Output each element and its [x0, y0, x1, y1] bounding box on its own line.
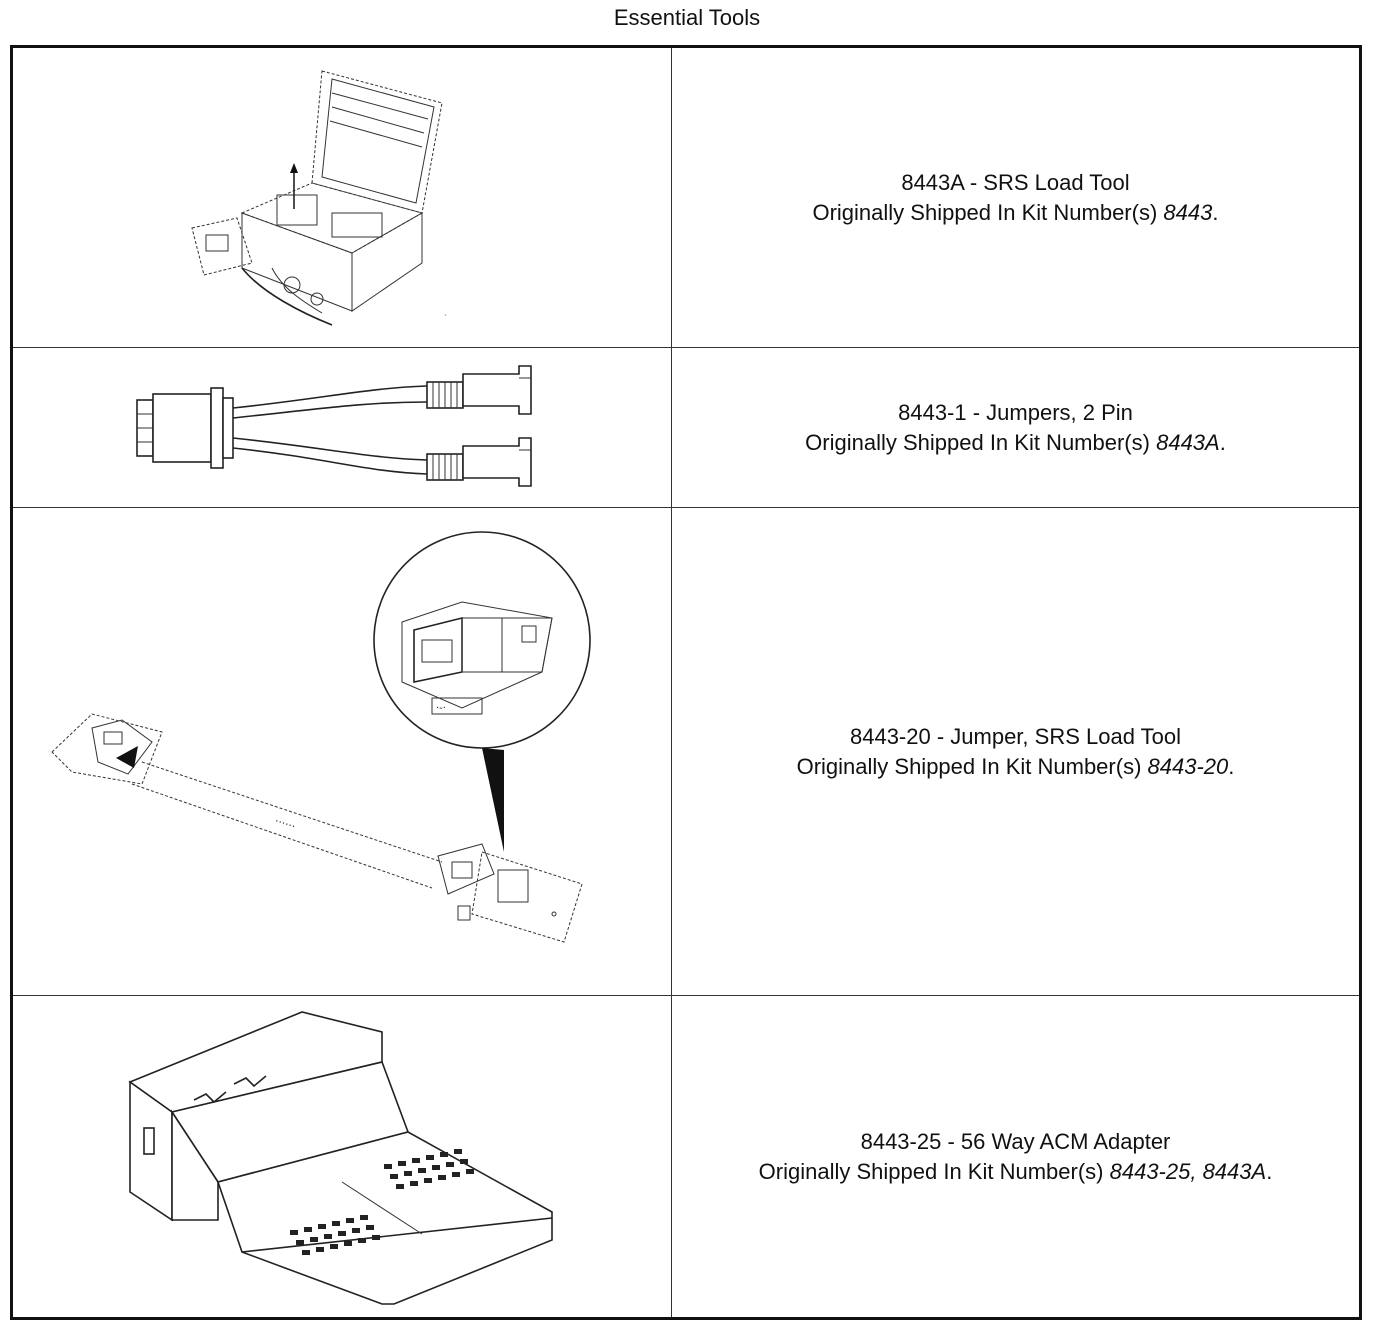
- shipped-in-line: Originally Shipped In Kit Number(s) 8443…: [805, 429, 1226, 455]
- tool-name: 8443-1 - Jumpers, 2 Pin: [898, 399, 1133, 425]
- shipped-prefix: Originally Shipped In Kit Number(s): [805, 429, 1150, 455]
- document-title: Essential Tools: [613, 5, 761, 30]
- tool-illustration-cell: [11, 347, 672, 508]
- tool-illustration-cell: [11, 995, 672, 1319]
- shipped-in-line: Originally Shipped In Kit Number(s) 8443…: [758, 1158, 1273, 1184]
- tool-description-cell: 8443-25 - 56 Way ACM Adapter Originally …: [671, 995, 1361, 1319]
- kit-numbers: 8443-20: [1147, 753, 1229, 779]
- table-row: ·-· ······: [11, 507, 1361, 996]
- table-row: 8443-25 - 56 Way ACM Adapter Originally …: [11, 995, 1361, 1319]
- svg-text:······: ······: [273, 814, 297, 833]
- tool-name: 8443-20 - Jumper, SRS Load Tool: [849, 723, 1182, 749]
- tool-description-cell: 8443-1 - Jumpers, 2 Pin Originally Shipp…: [671, 347, 1361, 508]
- essential-tools-table: · 8443A - SRS Load Tool Originally Shipp…: [10, 45, 1362, 1320]
- two-pin-jumper-image: [136, 364, 532, 487]
- srs-load-tool-case-image: ·: [191, 69, 447, 326]
- tool-name: 8443-25 - 56 Way ACM Adapter: [860, 1128, 1171, 1154]
- shipped-prefix: Originally Shipped In Kit Number(s): [796, 753, 1142, 779]
- shipped-prefix: Originally Shipped In Kit Number(s): [812, 199, 1158, 225]
- tool-name: 8443A - SRS Load Tool: [901, 169, 1130, 195]
- tool-illustration-cell: ·-· ······: [11, 507, 672, 996]
- acm-adapter-image: [128, 1010, 553, 1305]
- tool-description-cell: 8443-20 - Jumper, SRS Load Tool Original…: [671, 507, 1361, 996]
- kit-numbers: 8443: [1163, 199, 1213, 225]
- table-row: 8443-1 - Jumpers, 2 Pin Originally Shipp…: [11, 347, 1361, 508]
- tool-illustration-cell: ·: [11, 46, 672, 348]
- svg-text:·-·: ·-·: [436, 703, 446, 714]
- tool-description-cell: 8443A - SRS Load Tool Originally Shipped…: [671, 46, 1361, 348]
- kit-numbers: 8443-25, 8443A: [1109, 1158, 1267, 1184]
- srs-jumper-cable-image: ·-· ······: [51, 530, 591, 943]
- kit-numbers: 8443A: [1156, 429, 1220, 455]
- shipped-in-line: Originally Shipped In Kit Number(s) 8443…: [812, 199, 1219, 225]
- shipped-prefix: Originally Shipped In Kit Number(s): [758, 1158, 1104, 1184]
- shipped-in-line: Originally Shipped In Kit Number(s) 8443…: [796, 753, 1235, 779]
- svg-text:·: ·: [444, 311, 447, 320]
- table-row: · 8443A - SRS Load Tool Originally Shipp…: [11, 46, 1361, 348]
